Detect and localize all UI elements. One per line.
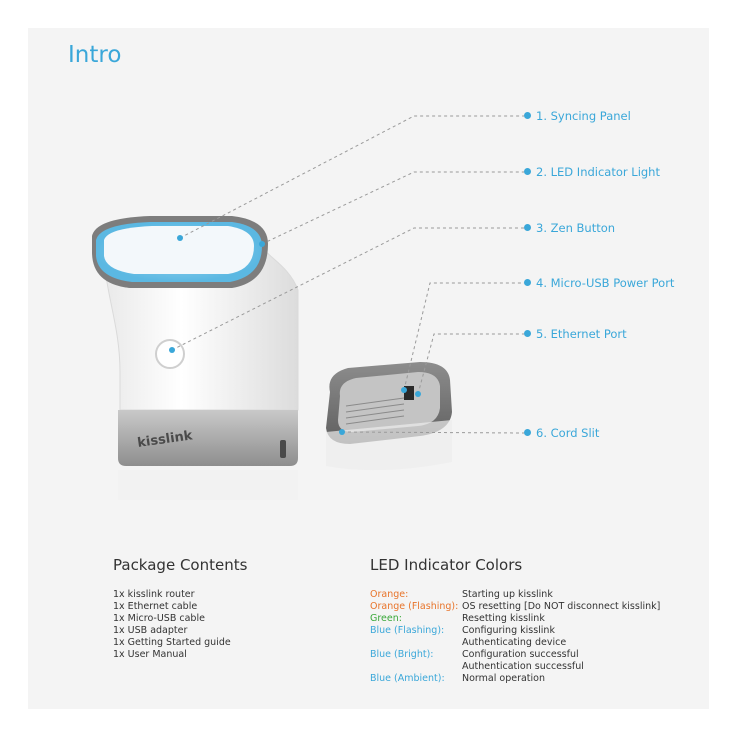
- led-label: Orange (Flashing):: [370, 601, 459, 612]
- callout-dot: [524, 330, 531, 337]
- list-item: 1x Ethernet cable: [113, 601, 198, 612]
- list-item: 1x Micro-USB cable: [113, 613, 205, 624]
- led-desc: Configuring kisslink: [462, 625, 555, 636]
- led-label: Green:: [370, 613, 402, 624]
- led-desc: Authentication successful: [462, 661, 584, 672]
- package-heading: Package Contents: [113, 556, 248, 574]
- table-row: Authentication successful: [370, 661, 660, 673]
- table-row: Orange: Starting up kisslink: [370, 589, 660, 601]
- callout-lines: [171, 115, 525, 434]
- cord-tray: [326, 362, 452, 471]
- package-list: 1x kisslink router 1x Ethernet cable 1x …: [113, 589, 231, 661]
- led-desc: Configuration successful: [462, 649, 579, 660]
- table-row: Blue (Flashing): Configuring kisslink: [370, 625, 660, 637]
- led-heading: LED Indicator Colors: [370, 556, 523, 574]
- led-label: [370, 661, 462, 673]
- led-label: Blue (Ambient):: [370, 673, 445, 684]
- callout-points: [169, 235, 421, 435]
- led-label: Orange:: [370, 589, 409, 600]
- table-row: Green: Resetting kisslink: [370, 613, 660, 625]
- table-row: Orange (Flashing): OS resetting [Do NOT …: [370, 601, 660, 613]
- led-desc: Resetting kisslink: [462, 613, 545, 624]
- led-desc: Normal operation: [462, 673, 546, 684]
- callout-dot: [524, 224, 531, 231]
- callout-micro-usb-port: 4. Micro-USB Power Port: [536, 276, 675, 290]
- callout-cord-slit: 6. Cord Slit: [536, 426, 600, 440]
- led-label: Blue (Bright):: [370, 649, 434, 660]
- callout-syncing-panel: 1. Syncing Panel: [536, 109, 631, 123]
- list-item: 1x Getting Started guide: [113, 637, 231, 648]
- callout-dot: [524, 429, 531, 436]
- led-table: Orange: Starting up kisslink Orange (Fla…: [370, 589, 660, 685]
- table-row: Blue (Bright): Configuration successful: [370, 649, 660, 661]
- callout-led-light: 2. LED Indicator Light: [536, 165, 660, 179]
- table-row: Blue (Ambient): Normal operation: [370, 673, 660, 685]
- page-title: Intro: [68, 42, 122, 68]
- table-row: Authenticating device: [370, 637, 660, 649]
- callout-ethernet-port: 5. Ethernet Port: [536, 327, 627, 341]
- callout-zen-button: 3. Zen Button: [536, 221, 616, 235]
- led-label: [370, 637, 462, 649]
- list-item: 1x User Manual: [113, 649, 187, 660]
- callout-dot: [524, 168, 531, 175]
- callout-dot: [524, 279, 531, 286]
- list-item: 1x kisslink router: [113, 589, 195, 600]
- led-desc: Starting up kisslink: [462, 589, 553, 600]
- led-desc: OS resetting [Do NOT disconnect kisslink…: [462, 601, 661, 612]
- callout-dot: [524, 112, 531, 119]
- router-device: kisslink: [92, 216, 299, 500]
- led-desc: Authenticating device: [462, 637, 567, 648]
- list-item: 1x USB adapter: [113, 625, 188, 636]
- led-label: Blue (Flashing):: [370, 625, 445, 636]
